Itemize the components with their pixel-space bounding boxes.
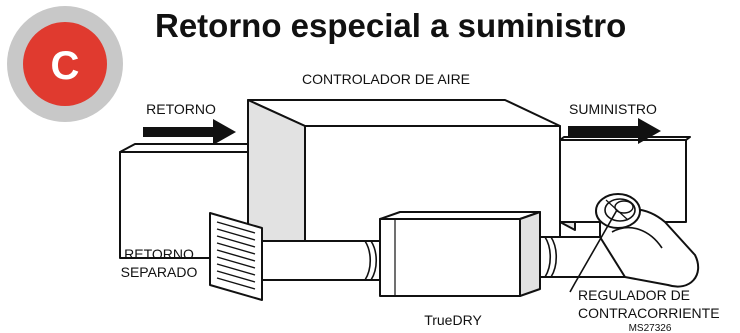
return-label: RETORNO <box>146 101 216 117</box>
air-handler-label: CONTROLADOR DE AIRE <box>302 71 470 87</box>
separate-return-label-line2: SEPARADO <box>121 264 198 280</box>
return-arrow <box>143 119 236 145</box>
damper-leader-line <box>569 209 618 293</box>
diagram-code: MS27326 <box>629 323 672 333</box>
badge-inner-circle <box>23 22 107 106</box>
badge-letter: C <box>51 44 80 88</box>
separate-return-label-line1: RETORNO <box>124 246 194 262</box>
truedry-label: TrueDRY <box>424 312 482 328</box>
separate-return-duct <box>261 240 381 281</box>
return-grille <box>209 212 263 301</box>
damper-label-line1: REGULADOR DE <box>578 287 690 303</box>
page-title: Retorno especial a suministro <box>155 7 626 44</box>
section-badge: C <box>7 6 123 122</box>
damper-label-line2: CONTRACORRIENTE <box>578 305 720 321</box>
supply-arrow <box>568 118 661 144</box>
supply-label: SUMINISTRO <box>569 101 657 117</box>
truedry-unit <box>379 211 541 297</box>
supply-duct <box>559 136 691 231</box>
backdraft-damper <box>595 193 641 229</box>
